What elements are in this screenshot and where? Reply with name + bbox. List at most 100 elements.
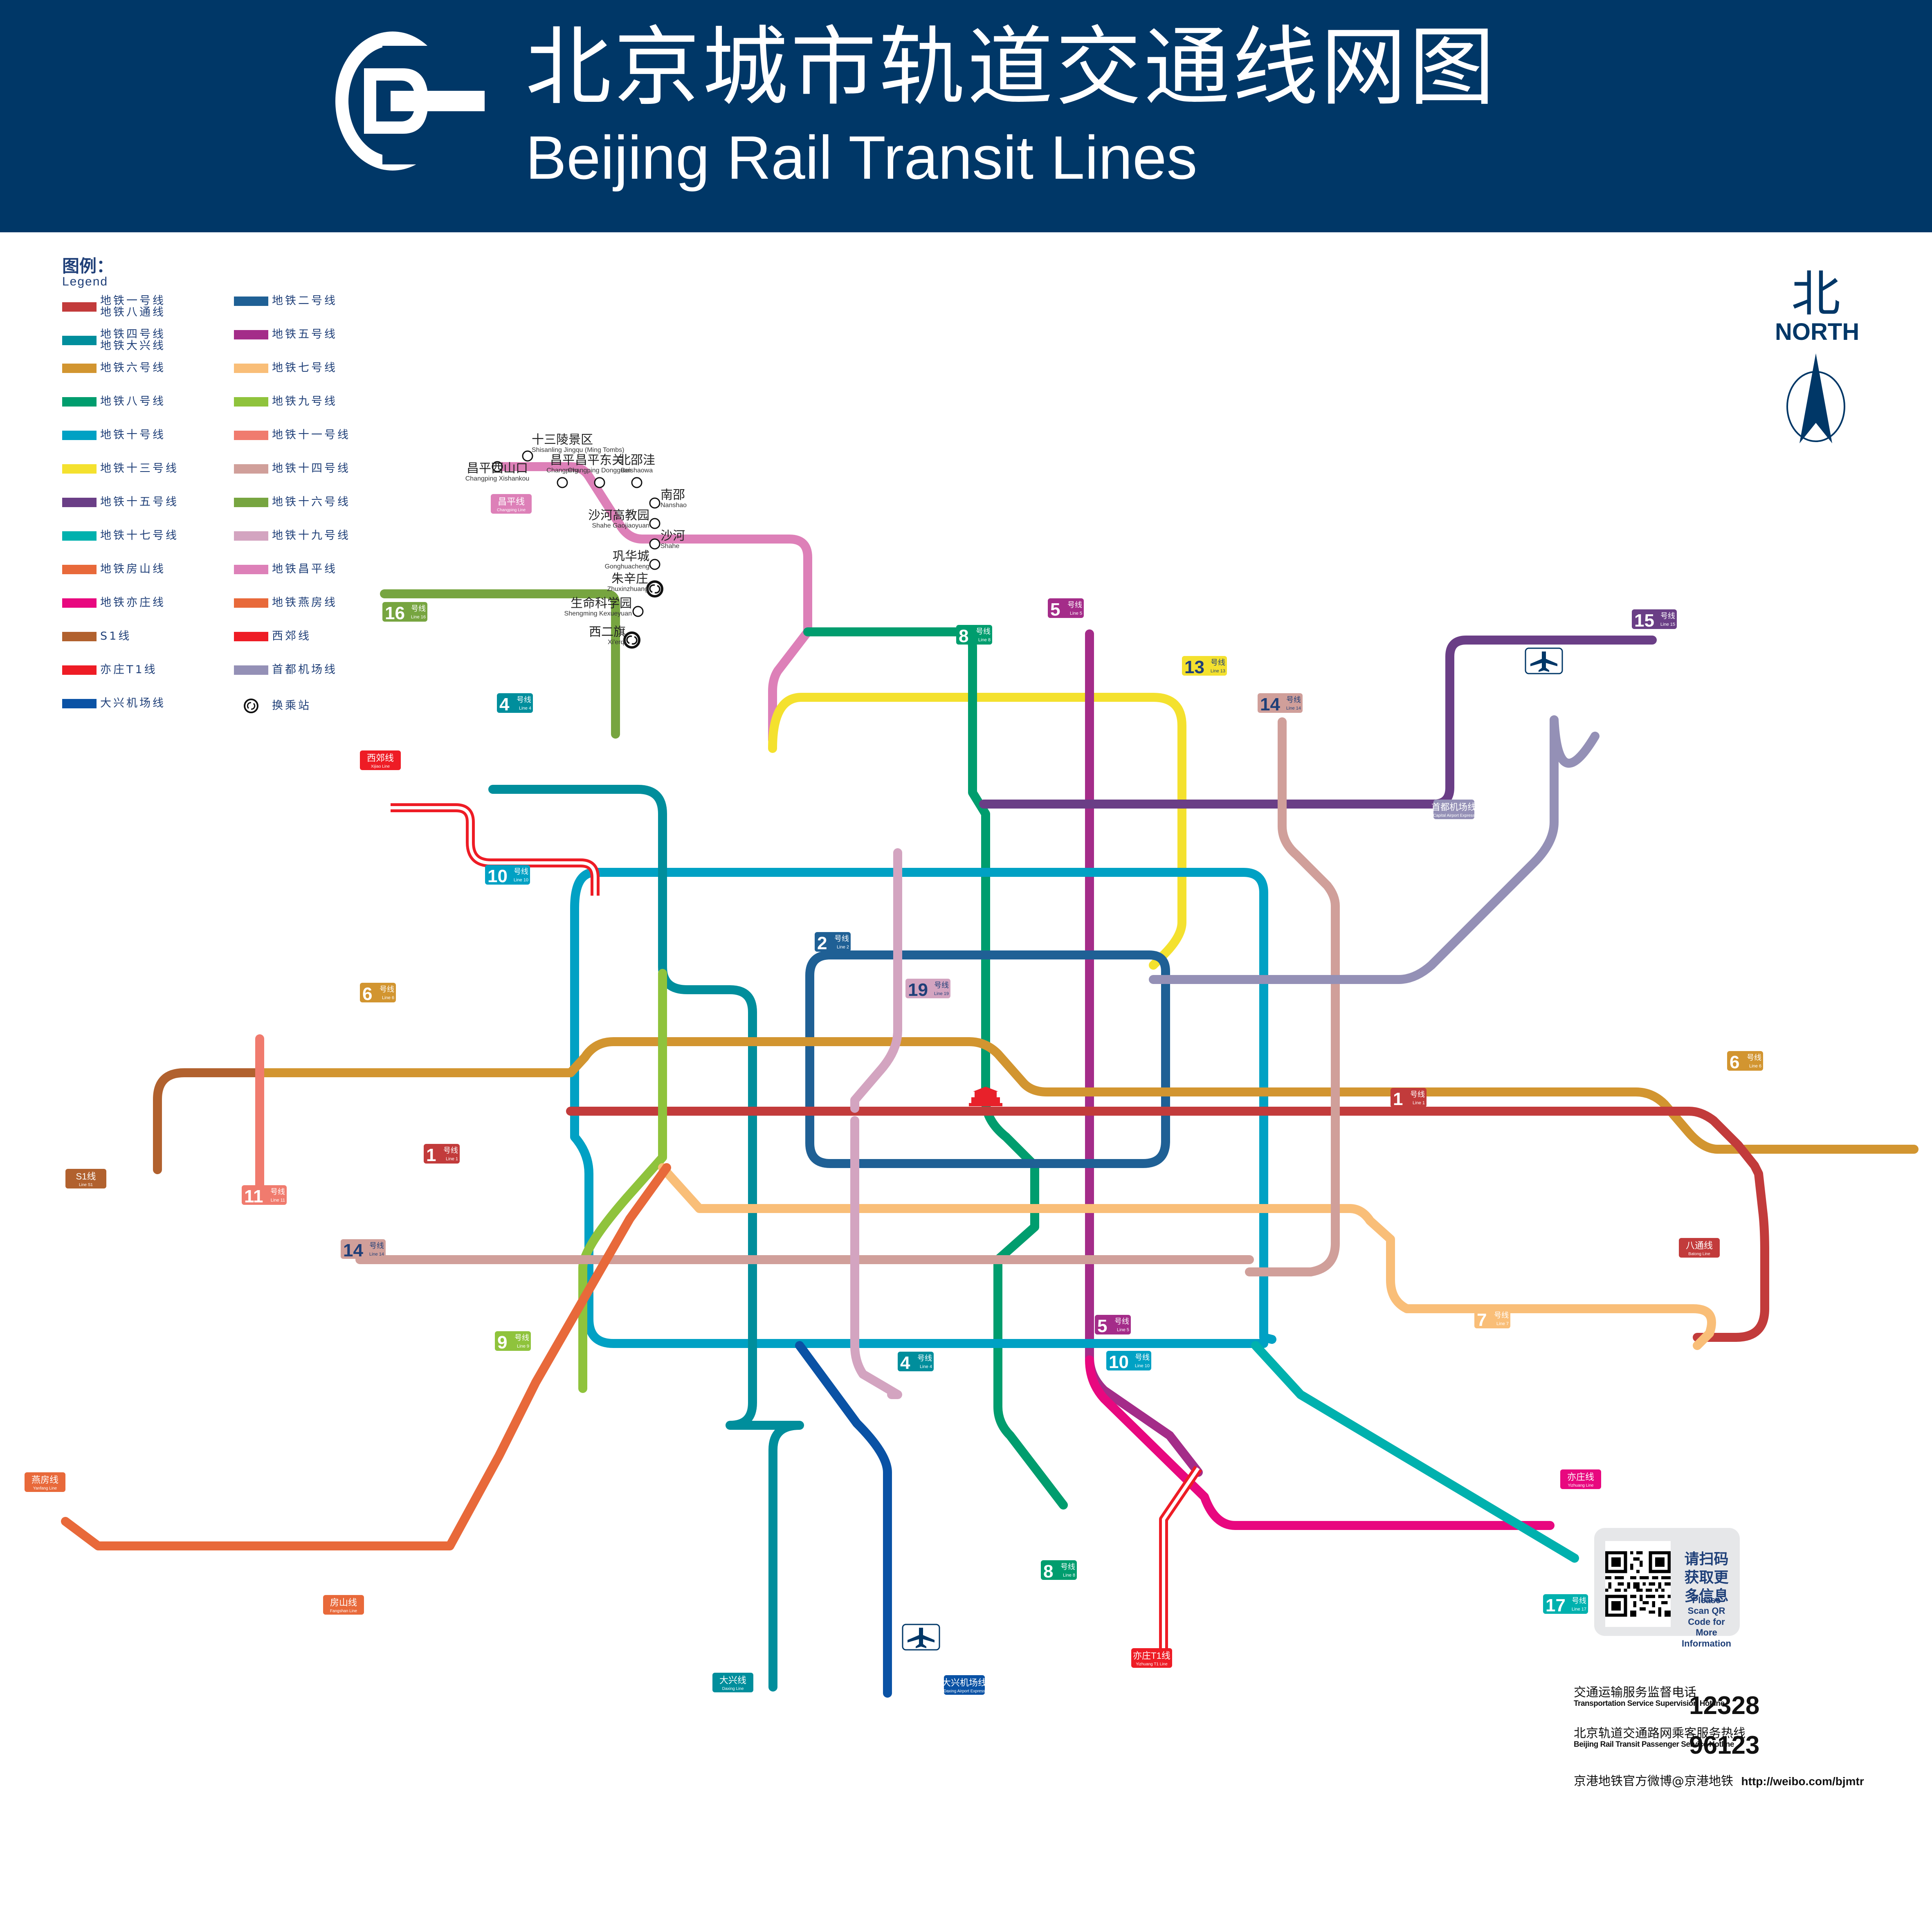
legend-subtitle: Legend xyxy=(62,275,108,288)
station-name-cn: 昌平东关 xyxy=(575,453,624,467)
badge-label-cn: 号线 xyxy=(443,1146,458,1155)
station-name-en: Changping Dongguan xyxy=(568,467,631,474)
compass-arrow-icon xyxy=(1786,353,1845,443)
station-name-cn: 朱辛庄 xyxy=(611,572,648,586)
legend-swatch xyxy=(62,302,97,312)
badge-number: 11 xyxy=(244,1186,263,1206)
badge-label-cn: 号线 xyxy=(1410,1090,1425,1099)
legend-item: 地铁九号线 xyxy=(234,395,337,407)
station-dot xyxy=(632,606,644,617)
legend-title: 图例： xyxy=(62,256,114,276)
badge-label-en: Line 14 xyxy=(1286,706,1301,711)
hotline-supervision-number: 12328 xyxy=(1689,1692,1760,1720)
legend-item: 地铁一号线 地铁八通线 xyxy=(62,295,166,319)
hotline-supervision-en: Transportation Service Supervision Hotli… xyxy=(1574,1699,1725,1708)
legend-item: 地铁十四号线 xyxy=(234,463,350,474)
legend: 图例： Legend 地铁一号线 地铁八通线 地铁二号线地铁四号线 地铁大兴线地铁… xyxy=(62,256,348,713)
badge-label-en: Xijiao Line xyxy=(371,764,390,769)
badge-label-en: Line 8 xyxy=(1063,1573,1075,1578)
station-dot xyxy=(649,538,660,550)
station-name-cn: 沙河高教园 xyxy=(588,508,649,523)
station-name-cn: 南邵 xyxy=(660,488,685,502)
badge-number: 6 xyxy=(362,984,372,1004)
legend-label: 地铁十号线 xyxy=(100,429,166,441)
hotline-supervision: 交通运输服务监督电话 Transportation Service Superv… xyxy=(1574,1686,1725,1708)
station-name-cn: 昌平 xyxy=(550,453,575,467)
legend-swatch xyxy=(62,699,97,708)
badge-number: 5 xyxy=(1097,1316,1107,1336)
badge-label-en: Line 14 xyxy=(369,1252,384,1257)
station-name-cn: 北邵洼 xyxy=(618,453,655,467)
line-daxing_airport xyxy=(795,1341,892,1698)
line-line19 xyxy=(850,848,902,1399)
station-name-cn: 西二旗 xyxy=(589,625,626,639)
weibo-info: 京港地铁官方微博@京港地铁 http://weibo.com/bjmtr xyxy=(1574,1771,1864,1789)
badge-number: 9 xyxy=(497,1332,507,1352)
legend-item: 地铁二号线 xyxy=(234,295,337,307)
qr-code-icon[interactable] xyxy=(1605,1541,1671,1627)
badge-label-cn: 号线 xyxy=(1286,696,1301,704)
legend-item: 地铁四号线 地铁大兴线 xyxy=(62,328,166,352)
legend-swatch xyxy=(234,397,268,407)
weibo-link[interactable]: http://weibo.com/bjmtr xyxy=(1741,1775,1864,1788)
badge-label-cn: 亦庄线 xyxy=(1567,1472,1594,1482)
badge-number: 8 xyxy=(1043,1561,1053,1582)
badge-number: 15 xyxy=(1634,611,1654,631)
rail-lines-special xyxy=(391,803,1202,1656)
badge-label-en: Line 15 xyxy=(1660,622,1675,627)
legend-item: 地铁七号线 xyxy=(234,362,337,374)
badge-label-cn: 号线 xyxy=(1135,1353,1150,1361)
legend-item: 西郊线 xyxy=(234,630,311,642)
badge-label-en: Line 10 xyxy=(514,878,528,883)
badge-label-cn: 号线 xyxy=(834,935,849,943)
badge-number: 13 xyxy=(1184,657,1204,677)
legend-label: 地铁房山线 xyxy=(100,563,166,575)
